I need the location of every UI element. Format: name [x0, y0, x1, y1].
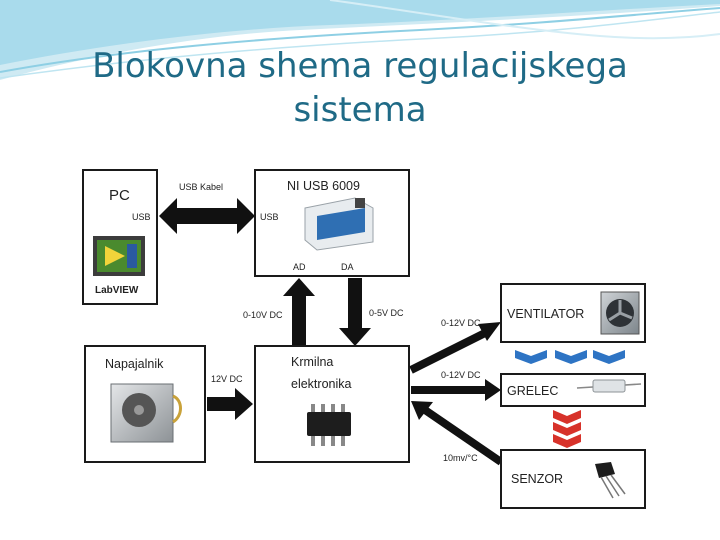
fan-voltage-label: 0-12V DC	[441, 318, 481, 328]
slide-title-line2: sistema	[293, 90, 427, 130]
da-arrow	[339, 278, 371, 346]
heater-resistor-icon	[576, 379, 642, 393]
fan-icon	[600, 291, 640, 335]
usb-cable-arrow	[159, 198, 255, 234]
labview-icon	[93, 236, 145, 276]
fan-arrow	[478, 322, 501, 341]
daq-usb-label: USB	[260, 212, 279, 222]
header-decoration	[0, 0, 720, 80]
usb-cable-label: USB Kabel	[179, 182, 223, 192]
slide-title-line1: Blokovna shema regulacijskega	[92, 46, 628, 86]
psu-voltage-label: 12V DC	[211, 374, 243, 384]
psu-title: Napajalnik	[105, 357, 164, 371]
block-diagram: PC USB LabVIEW USB Kabel NI USB 6009 USB…	[82, 169, 646, 509]
pc-title: PC	[109, 187, 130, 204]
daq-title: NI USB 6009	[287, 179, 360, 193]
psu-arrow	[207, 388, 253, 420]
red-flow-chevrons	[553, 410, 581, 448]
power-supply-icon	[110, 383, 182, 443]
chip-icon	[307, 404, 351, 446]
sensor-arrow	[411, 401, 433, 420]
controller-title-line1: Krmilna	[291, 355, 333, 369]
daq-ad-label: AD	[293, 262, 306, 272]
controller-block: Krmilna elektronika	[254, 345, 410, 463]
fan-title: VENTILATOR	[507, 307, 584, 321]
controller-title-line2: elektronika	[291, 377, 351, 391]
labview-label: LabVIEW	[95, 285, 139, 296]
heater-arrow	[485, 379, 501, 401]
daq-block: NI USB 6009 USB AD DA	[254, 169, 410, 277]
blue-flow-chevrons	[515, 350, 625, 364]
ad-arrow	[283, 278, 315, 346]
sensor-signal-label: 10mv/°C	[443, 453, 478, 463]
slide-title: Blokovna shema regulacijskega sistema	[40, 44, 680, 132]
da-signal-label: 0-5V DC	[369, 308, 404, 318]
ni-device-icon	[304, 197, 374, 251]
heater-block: GRELEC	[500, 373, 646, 407]
temperature-sensor-icon	[595, 462, 626, 499]
pc-block: PC USB LabVIEW	[82, 169, 158, 305]
heater-voltage-label: 0-12V DC	[441, 370, 481, 380]
sensor-block: SENZOR	[500, 449, 646, 509]
fan-block: VENTILATOR	[500, 283, 646, 343]
ad-signal-label: 0-10V DC	[243, 310, 283, 320]
sensor-title: SENZOR	[511, 472, 563, 486]
psu-block: Napajalnik	[84, 345, 206, 463]
pc-usb-label: USB	[132, 212, 151, 222]
heater-title: GRELEC	[507, 384, 558, 398]
daq-da-label: DA	[341, 262, 354, 272]
